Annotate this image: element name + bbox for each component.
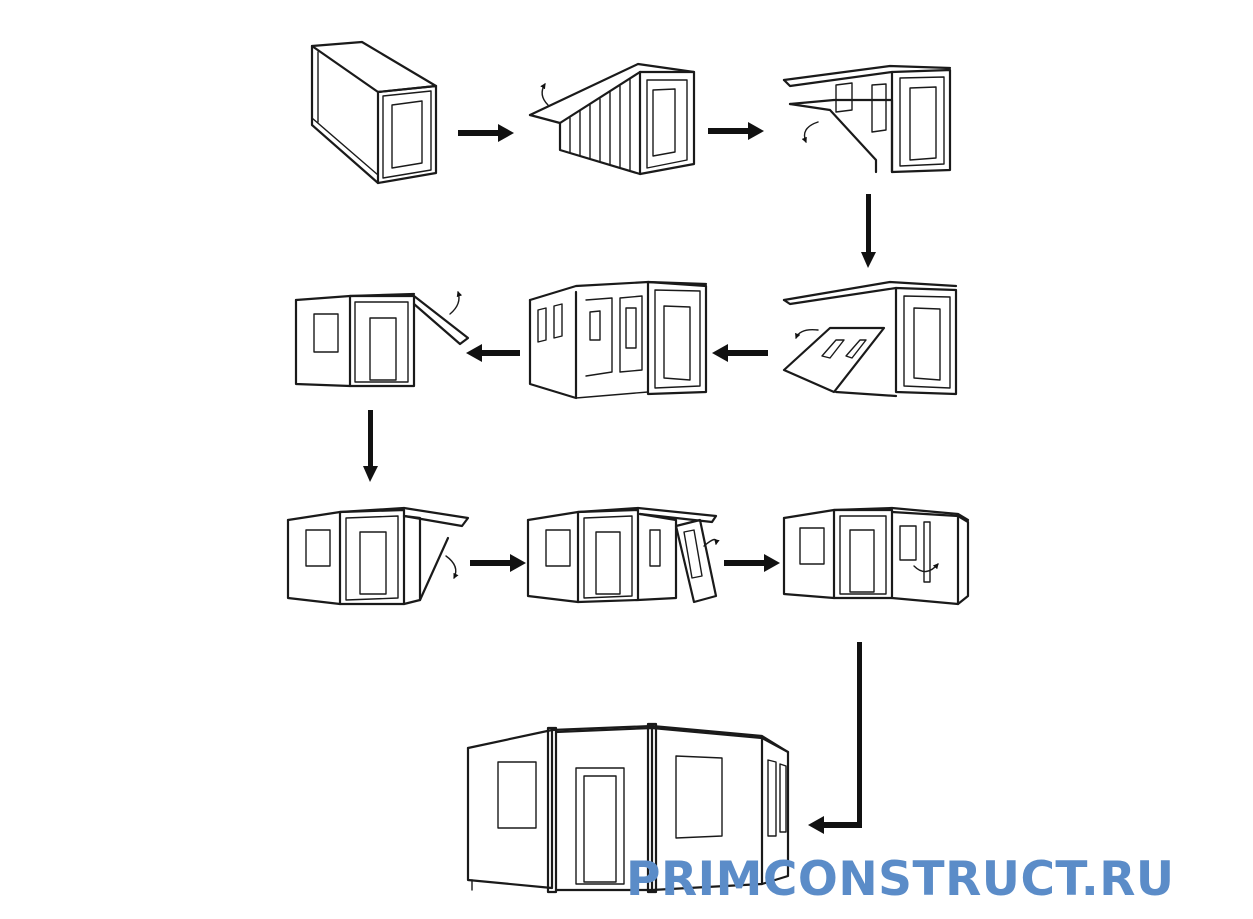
step-4-wall-unfolding: [782, 280, 958, 398]
arrow-3-to-4: [861, 194, 876, 268]
step-6-left-wing-complete: [294, 290, 470, 388]
step-10-fully-expanded-house: [466, 722, 790, 894]
arrow-9-to-10: [808, 642, 862, 834]
step-5-side-wing-open: [528, 280, 708, 400]
arrow-1-to-2: [458, 124, 514, 142]
arrow-5-to-6: [466, 344, 520, 362]
step-9-right-wing-complete: [782, 506, 970, 606]
arrow-6-to-7: [363, 410, 378, 482]
arrow-8-to-9: [724, 554, 780, 572]
step-7-right-roof-lifting: [286, 506, 470, 606]
arrow-7-to-8: [470, 554, 526, 572]
step-3-floor-lowering: [782, 64, 952, 174]
step-2-roof-lifting: [528, 62, 696, 176]
arrow-2-to-3: [708, 122, 764, 140]
arrow-4-to-5: [712, 344, 768, 362]
step-1-closed-container: [310, 40, 438, 185]
flow-arrows: [363, 122, 876, 834]
watermark-text: PRIMCONSTRUCT.RU: [626, 852, 1175, 907]
step-8-right-wall-unfolding: [526, 506, 720, 604]
